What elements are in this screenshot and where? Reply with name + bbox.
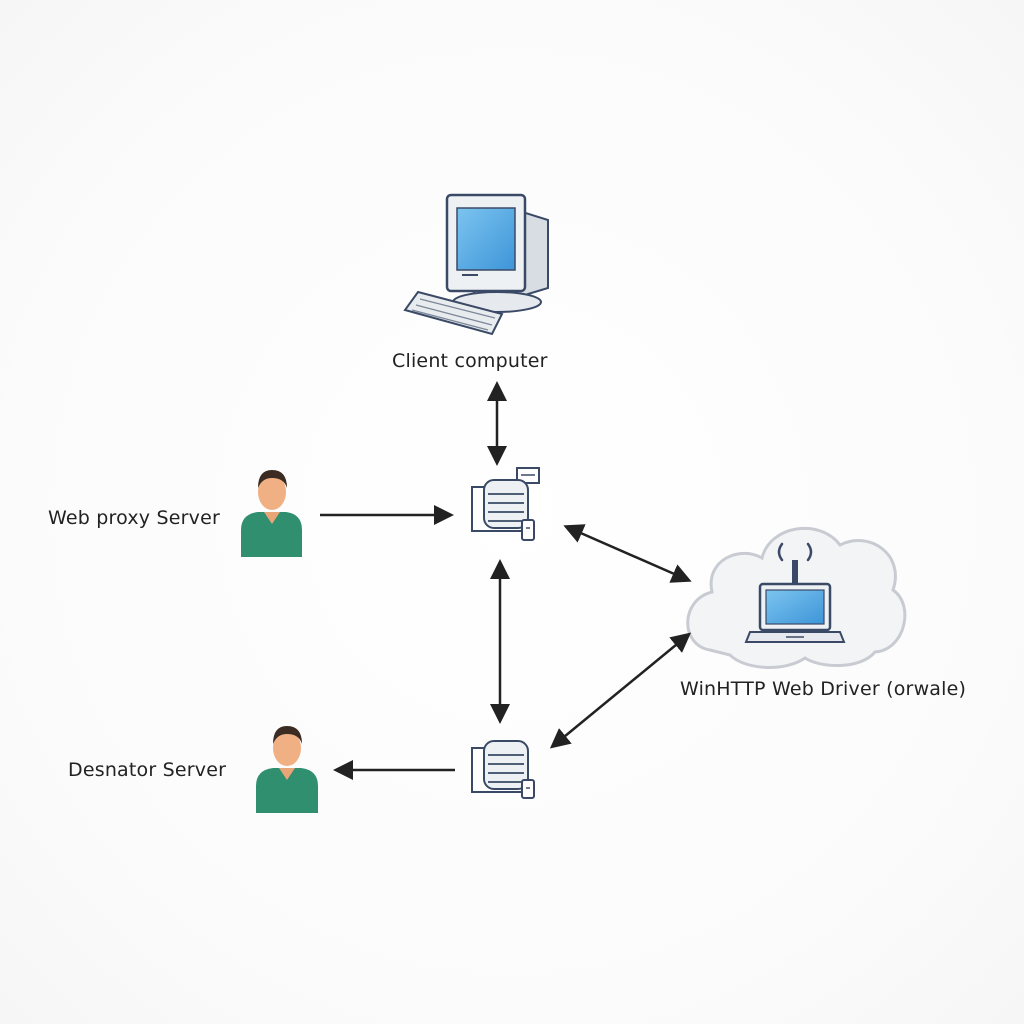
person-icon	[256, 726, 318, 813]
arrow-server-cloud-top	[563, 524, 692, 583]
server-icon	[471, 467, 540, 541]
client-computer-label: Client computer	[392, 350, 548, 372]
arrow-server-cloud-bottom	[549, 632, 692, 749]
desktop-computer-icon	[403, 193, 549, 336]
web-proxy-server-label: Web proxy Server	[48, 507, 220, 529]
winhttp-web-driver-label: WinHTTP Web Driver (orwale)	[680, 678, 967, 700]
laptop-wifi-icon	[744, 542, 846, 643]
destination-server-label: Desnator Server	[68, 759, 227, 781]
person-icon	[241, 470, 302, 557]
server-icon	[471, 740, 535, 799]
